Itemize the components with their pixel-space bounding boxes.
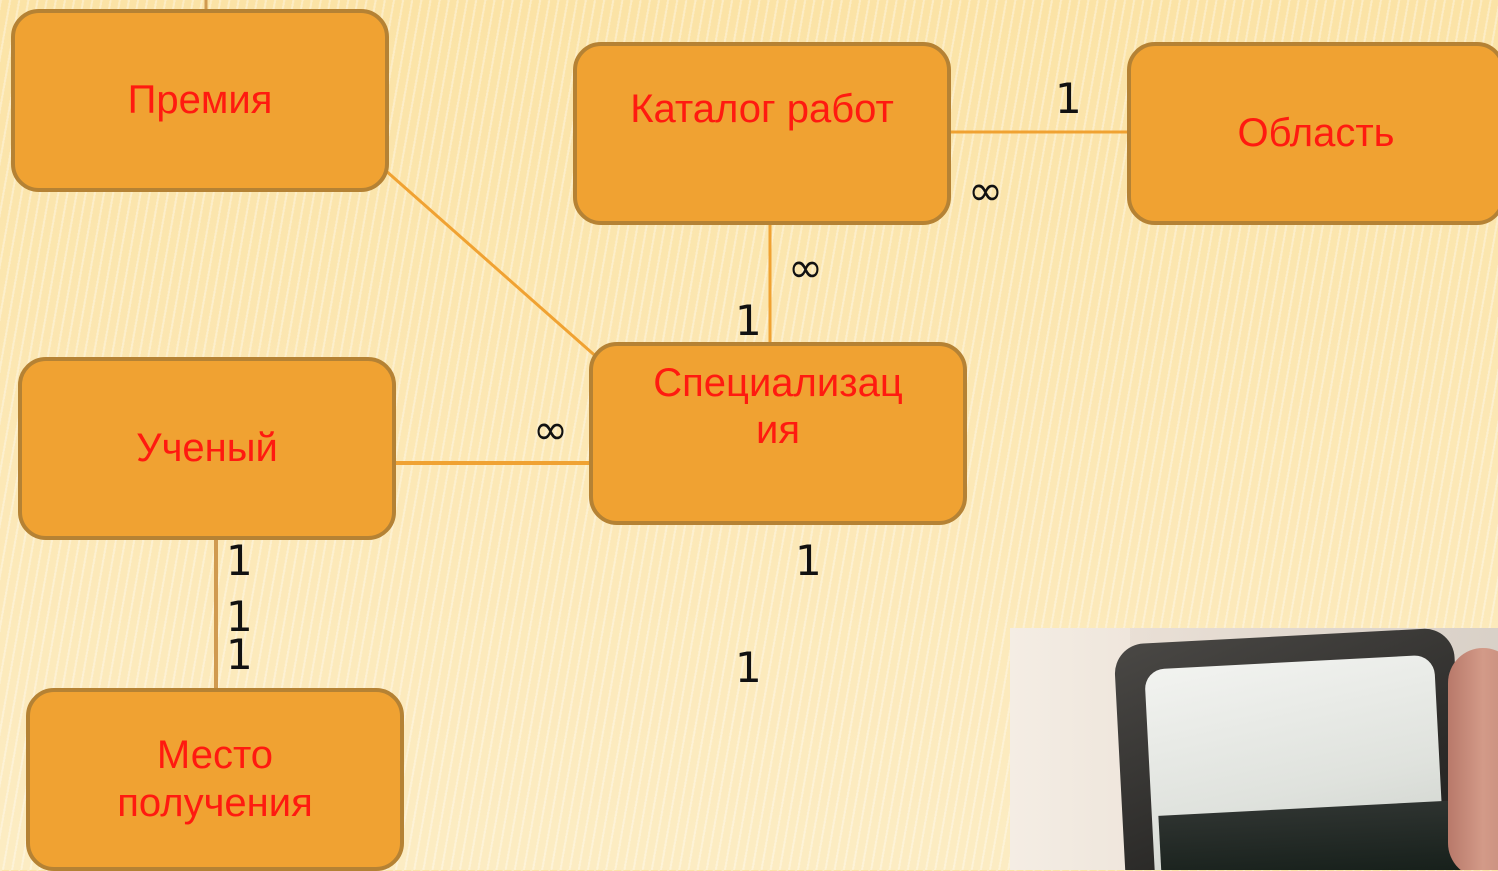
entity-specializaciya-label-line1: Специализац	[653, 361, 903, 405]
entity-mesto-polucheniya-label-line2: получения	[117, 780, 313, 825]
medal-box-photo	[1010, 628, 1498, 870]
cardinality-ucheny-mesto-one-c: 1	[226, 630, 253, 679]
entity-oblast-label: Область	[1237, 110, 1395, 155]
entity-premiya-label: Премия	[127, 77, 273, 122]
connector-premiya-specializaciya	[384, 168, 601, 362]
entity-premiya[interactable]: Премия	[11, 9, 389, 192]
entity-specializaciya[interactable]: Специализац ия	[589, 342, 967, 525]
entity-katalog-rabot[interactable]: Каталог работ	[573, 42, 951, 225]
entity-ucheny[interactable]: Ученый	[18, 357, 396, 540]
cardinality-spec-bottom-one: 1	[795, 536, 822, 585]
entity-specializaciya-text: Специализац ия	[653, 360, 902, 454]
cardinality-katalog-oblast-one: 1	[1055, 74, 1082, 123]
entity-mesto-polucheniya[interactable]: Место получения	[26, 688, 404, 871]
entity-ucheny-label: Ученый	[136, 425, 278, 470]
cardinality-spec-lower-one: 1	[735, 643, 762, 692]
entity-mesto-polucheniya-text: Место получения	[117, 732, 313, 826]
cardinality-katalog-spec-many: ∞	[788, 243, 823, 292]
entity-specializaciya-label-line2: ия	[755, 408, 800, 453]
cardinality-ucheny-spec-many: ∞	[533, 405, 568, 454]
cardinality-ucheny-mesto-one-a: 1	[226, 536, 253, 585]
cardinality-ucheny-mesto-one-b: 1	[226, 592, 253, 641]
cardinality-katalog-oblast-many: ∞	[968, 166, 1003, 215]
entity-oblast[interactable]: Область	[1127, 42, 1498, 225]
cardinality-katalog-spec-one: 1	[735, 296, 762, 345]
entity-mesto-polucheniya-label-line1: Место	[156, 733, 274, 778]
entity-katalog-rabot-label: Каталог работ	[630, 87, 894, 131]
